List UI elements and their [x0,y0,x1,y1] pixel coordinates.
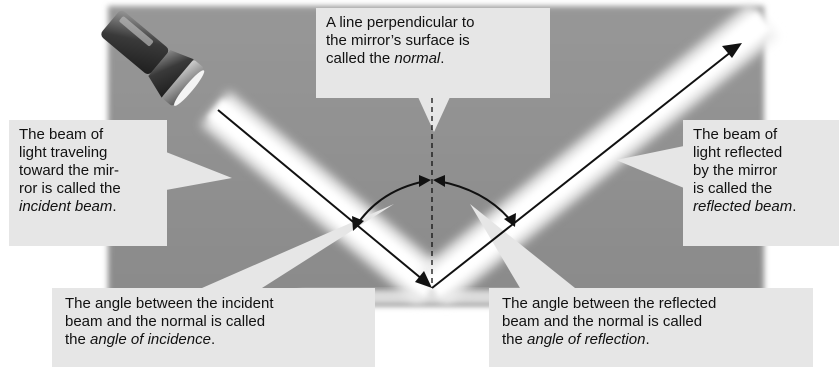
normal-callout: A line perpendicular to the mirror’s sur… [316,8,550,98]
reflected-ray-arrow [431,43,742,289]
normal-callout-line: the mirror’s surface is [326,32,470,49]
incident-beam-callout-line: incident beam. [19,198,117,215]
angle-of-reflection-term: angle of reflection [527,331,646,348]
incident-beam-callout-line: The beam of [19,126,104,143]
angle-of-incidence-arc [352,175,431,231]
flashlight-icon [101,10,205,106]
pointer-angle-of-reflection [470,204,575,288]
reflected-beam-callout-line: reflected beam. [693,198,797,215]
incident-beam-callout-line: light traveling [19,144,108,161]
reflected-beam-callout: The beam of light reflected by the mirro… [683,120,839,246]
reflected-beam-term: reflected beam [693,198,793,215]
reflected-beam-callout-line: is called the [693,180,773,197]
pointer-incident-beam [166,152,232,190]
angle-of-incidence-callout: The angle between the incident beam and … [52,288,375,367]
angle-of-reflection-arc [433,175,516,227]
angle-of-reflection-callout-line: beam and the normal is called [502,313,703,330]
pointer-reflected-beam [616,146,684,188]
angle-of-incidence-term: angle of incidence [90,331,211,348]
normal-callout-line: called the normal. [326,50,445,67]
incident-beam-callout-line: toward the mir- [19,162,120,179]
pointer-normal [418,97,450,132]
callout-pointers [166,97,684,288]
reflected-beam-callout-line: light reflected [693,144,783,161]
angle-of-incidence-callout-line: the angle of incidence. [65,331,216,348]
angle-of-reflection-callout-line: the angle of reflection. [502,331,650,348]
angle-of-reflection-callout-line: The angle between the reflected [502,295,717,312]
incident-ray-arrow [217,109,432,288]
reflected-beam-callout-line: The beam of [693,126,778,143]
reflected-beam-callout-line: by the mirror [693,162,778,179]
normal-term: normal [394,50,441,67]
angle-of-incidence-callout-line: The angle between the incident [65,295,274,312]
incident-beam-callout-line: ror is called the [19,180,121,197]
angle-of-incidence-callout-line: beam and the normal is called [65,313,266,330]
pointer-angle-of-incidence [202,204,394,288]
normal-callout-line: A line perpendicular to [326,14,475,31]
angle-of-reflection-callout: The angle between the reflected beam and… [489,288,813,367]
incident-beam-callout: The beam of light traveling toward the m… [9,120,167,246]
incident-beam-term: incident beam [19,198,113,215]
